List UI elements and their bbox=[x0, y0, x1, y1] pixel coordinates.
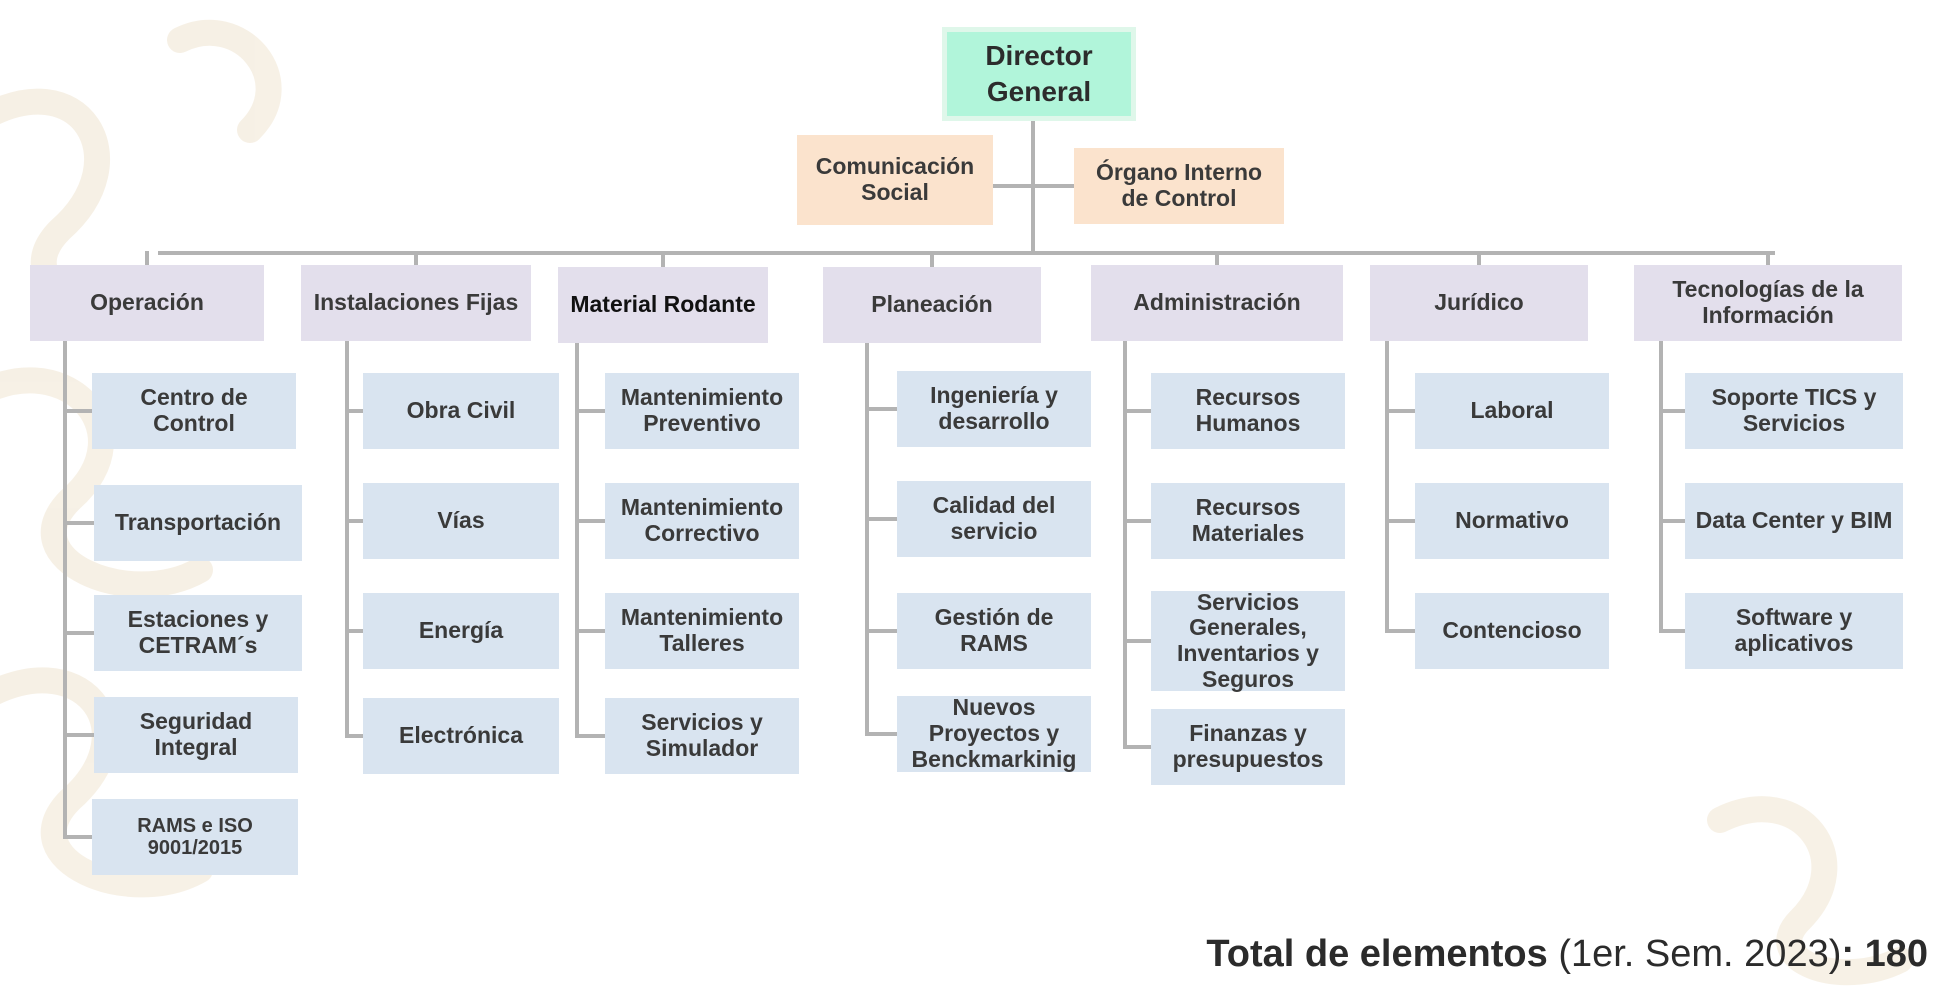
unit-label: Normativo bbox=[1455, 507, 1569, 534]
unit-gestion-de-rams: Gestión de RAMS bbox=[897, 593, 1091, 669]
dept-label: Administración bbox=[1133, 289, 1301, 316]
unit-label: Ingeniería y desarrollo bbox=[930, 382, 1058, 434]
unit-soporte-tics-y-servicios: Soporte TICS y Servicios bbox=[1685, 373, 1903, 449]
unit-label: Software y aplicativos bbox=[1734, 604, 1854, 656]
unit-label: Mantenimiento Correctivo bbox=[620, 494, 784, 546]
unit-label: Nuevos Proyectos y Benckmarkinig bbox=[911, 694, 1077, 772]
dept-instalaciones-fijas: Instalaciones Fijas bbox=[301, 265, 531, 341]
comunicacion-social-label: Comunicación Social bbox=[815, 153, 975, 205]
dept-juridico: Jurídico bbox=[1370, 265, 1588, 341]
dept-label: Material Rodante bbox=[570, 291, 756, 318]
unit-mantenimiento-preventivo: Mantenimiento Preventivo bbox=[605, 373, 799, 449]
unit-calidad-del-servicio: Calidad del servicio bbox=[897, 481, 1091, 557]
unit-label: Gestión de RAMS bbox=[934, 604, 1054, 656]
organo-interno-control-box: Órgano Interno de Control bbox=[1074, 148, 1284, 224]
unit-label: Obra Civil bbox=[406, 397, 516, 424]
unit-label: Soporte TICS y Servicios bbox=[1711, 384, 1877, 436]
unit-servicios-y-simulador: Servicios y Simulador bbox=[605, 698, 799, 774]
unit-label: Estaciones y CETRAM´s bbox=[127, 606, 269, 658]
director-general-box: Director General bbox=[942, 27, 1136, 121]
dept-label: Planeación bbox=[871, 291, 993, 318]
dept-operacion: Operación bbox=[30, 265, 264, 341]
unit-centro-de-control: Centro de Control bbox=[92, 373, 296, 449]
unit-label: Mantenimiento Talleres bbox=[620, 604, 784, 656]
dept-administracion: Administración bbox=[1091, 265, 1343, 341]
unit-estaciones-y-cetram-s: Estaciones y CETRAM´s bbox=[94, 595, 302, 671]
dept-label: Operación bbox=[90, 289, 204, 316]
organo-interno-control-label: Órgano Interno de Control bbox=[1095, 159, 1263, 211]
comunicacion-social-box: Comunicación Social bbox=[797, 135, 993, 225]
unit-label: Contencioso bbox=[1442, 617, 1582, 644]
unit-label: RAMS e ISO 9001/2015 bbox=[137, 814, 253, 859]
dept-label: Instalaciones Fijas bbox=[313, 289, 519, 316]
unit-normativo: Normativo bbox=[1415, 483, 1609, 559]
unit-recursos-humanos: Recursos Humanos bbox=[1151, 373, 1345, 449]
total-elementos: Total de elementos (1er. Sem. 2023): 180 bbox=[1206, 933, 1928, 976]
unit-label: Servicios y Simulador bbox=[641, 709, 763, 761]
unit-label: Vías bbox=[437, 507, 485, 534]
total-period: (1er. Sem. 2023) bbox=[1558, 933, 1842, 975]
unit-label: Calidad del servicio bbox=[932, 492, 1056, 544]
unit-label: Mantenimiento Preventivo bbox=[620, 384, 784, 436]
unit-transportacion: Transportación bbox=[94, 485, 302, 561]
unit-label: Energía bbox=[418, 617, 504, 644]
unit-label: Finanzas y presupuestos bbox=[1172, 720, 1324, 772]
unit-laboral: Laboral bbox=[1415, 373, 1609, 449]
unit-vias: Vías bbox=[363, 483, 559, 559]
unit-energia: Energía bbox=[363, 593, 559, 669]
unit-servicios-generales-inventarios-y-seguros: Servicios Generales, Inventarios y Segur… bbox=[1151, 588, 1345, 692]
unit-label: Data Center y BIM bbox=[1695, 507, 1893, 534]
unit-finanzas-y-presupuestos: Finanzas y presupuestos bbox=[1151, 709, 1345, 785]
dept-tecnologias-de-la-informacion: Tecnologías de la Información bbox=[1634, 265, 1902, 341]
unit-software-y-aplicativos: Software y aplicativos bbox=[1685, 593, 1903, 669]
unit-label: Laboral bbox=[1470, 397, 1554, 424]
unit-seguridad-integral: Seguridad Integral bbox=[94, 697, 298, 773]
unit-label: Electrónica bbox=[399, 722, 523, 749]
total-label: Total de elementos bbox=[1206, 933, 1548, 975]
unit-mantenimiento-correctivo: Mantenimiento Correctivo bbox=[605, 483, 799, 559]
unit-label: Recursos Materiales bbox=[1191, 494, 1305, 546]
unit-label: Servicios Generales, Inventarios y Segur… bbox=[1177, 588, 1319, 692]
unit-label: Centro de Control bbox=[140, 384, 248, 436]
dept-planeacion: Planeación bbox=[823, 267, 1041, 343]
unit-label: Seguridad Integral bbox=[139, 708, 253, 760]
total-separator: : bbox=[1841, 933, 1855, 975]
unit-electronica: Electrónica bbox=[363, 698, 559, 774]
unit-rams-e-iso-9001-2015: RAMS e ISO 9001/2015 bbox=[92, 799, 298, 875]
total-value: 180 bbox=[1864, 933, 1928, 975]
director-general-label: Director General bbox=[985, 39, 1093, 107]
unit-data-center-y-bim: Data Center y BIM bbox=[1685, 483, 1903, 559]
unit-nuevos-proyectos-y-benckmarkinig: Nuevos Proyectos y Benckmarkinig bbox=[897, 694, 1091, 772]
unit-recursos-materiales: Recursos Materiales bbox=[1151, 483, 1345, 559]
unit-obra-civil: Obra Civil bbox=[363, 373, 559, 449]
dept-label: Tecnologías de la Información bbox=[1672, 276, 1864, 328]
unit-ingenieria-y-desarrollo: Ingeniería y desarrollo bbox=[897, 371, 1091, 447]
unit-mantenimiento-talleres: Mantenimiento Talleres bbox=[605, 593, 799, 669]
dept-material-rodante: Material Rodante bbox=[558, 267, 768, 343]
unit-label: Transportación bbox=[114, 509, 282, 536]
dept-label: Jurídico bbox=[1434, 289, 1524, 316]
unit-contencioso: Contencioso bbox=[1415, 593, 1609, 669]
unit-label: Recursos Humanos bbox=[1195, 384, 1301, 436]
